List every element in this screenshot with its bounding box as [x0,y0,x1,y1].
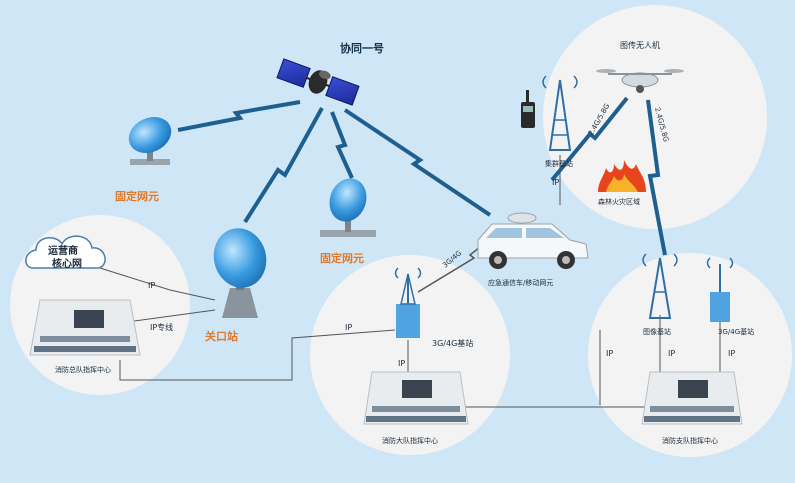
fixed-node-mid-label: 固定网元 [320,251,364,265]
walkie-talkie-icon [521,90,535,128]
drone-icon [596,69,684,93]
dish-antenna-icon [128,117,172,165]
ip-cluster-label: IP [552,178,559,187]
hq-center-label: 消防总队指挥中心 [55,365,111,374]
ip-cloud-label: IP [148,281,155,290]
vehicle-icon [477,212,589,269]
command-center-icon [29,299,141,356]
brigade-station-label: 3G/4G基站 [432,338,473,348]
fire-zone [543,5,767,229]
vehicle-label: 应急通信车/移动网元 [488,278,553,287]
sat-to-vehicle-link [343,108,492,217]
fixed-node-left-label: 固定网元 [115,189,159,203]
squad-center-label: 消防支队指挥中心 [662,436,718,445]
sat-to-left-dish-link [177,100,301,132]
ip-brigade-label: IP [398,359,405,368]
satellite-icon [276,58,360,106]
building-station-icon [706,257,734,322]
wireless-links [177,96,667,256]
squad-zone [588,253,792,457]
ip-right-a-label: IP [606,349,613,358]
ip-right-b-label: IP [668,349,675,358]
cloud-icon [25,235,106,269]
building-station-icon [394,267,422,338]
sat-to-mid-dish-link [330,111,354,179]
cluster-station-label: 集群基站 [545,159,573,168]
wired-links [99,155,721,408]
command-center-icon [641,371,743,425]
cloud-to-gateway-link [99,267,216,301]
cloud-label-line2: 核心网 [52,257,82,270]
image-station-label: 图像基站 [643,327,671,336]
dish-antenna-icon [213,228,267,318]
ip-dedicated-label: IP专线 [150,322,173,332]
fire-icon [598,160,646,192]
drone-label: 图传无人机 [620,40,660,50]
ip-right-c-label: IP [728,349,735,358]
dish-antenna-icon [320,178,376,237]
command-center-icon [363,371,469,425]
tower-icon [542,75,578,151]
satellite-label: 协同一号 [340,41,384,55]
drone-to-image-station-link [646,99,667,256]
cloud-label-line1: 运营商 [48,244,78,257]
hq-to-gateway-link [119,309,216,324]
ip-mid-link-label: IP [345,323,352,332]
fire-area-label: 森林火灾区域 [598,197,640,206]
sat-to-gateway-link [243,107,324,224]
squad-station-label: 3G/4G基站 [718,327,754,336]
brigade-center-label: 消防大队指挥中心 [382,436,438,445]
gateway-station-label: 关口站 [205,329,238,343]
hq-to-brigade-link [119,329,396,381]
drone-to-cluster-link [550,96,629,182]
tower-icon [642,253,678,319]
